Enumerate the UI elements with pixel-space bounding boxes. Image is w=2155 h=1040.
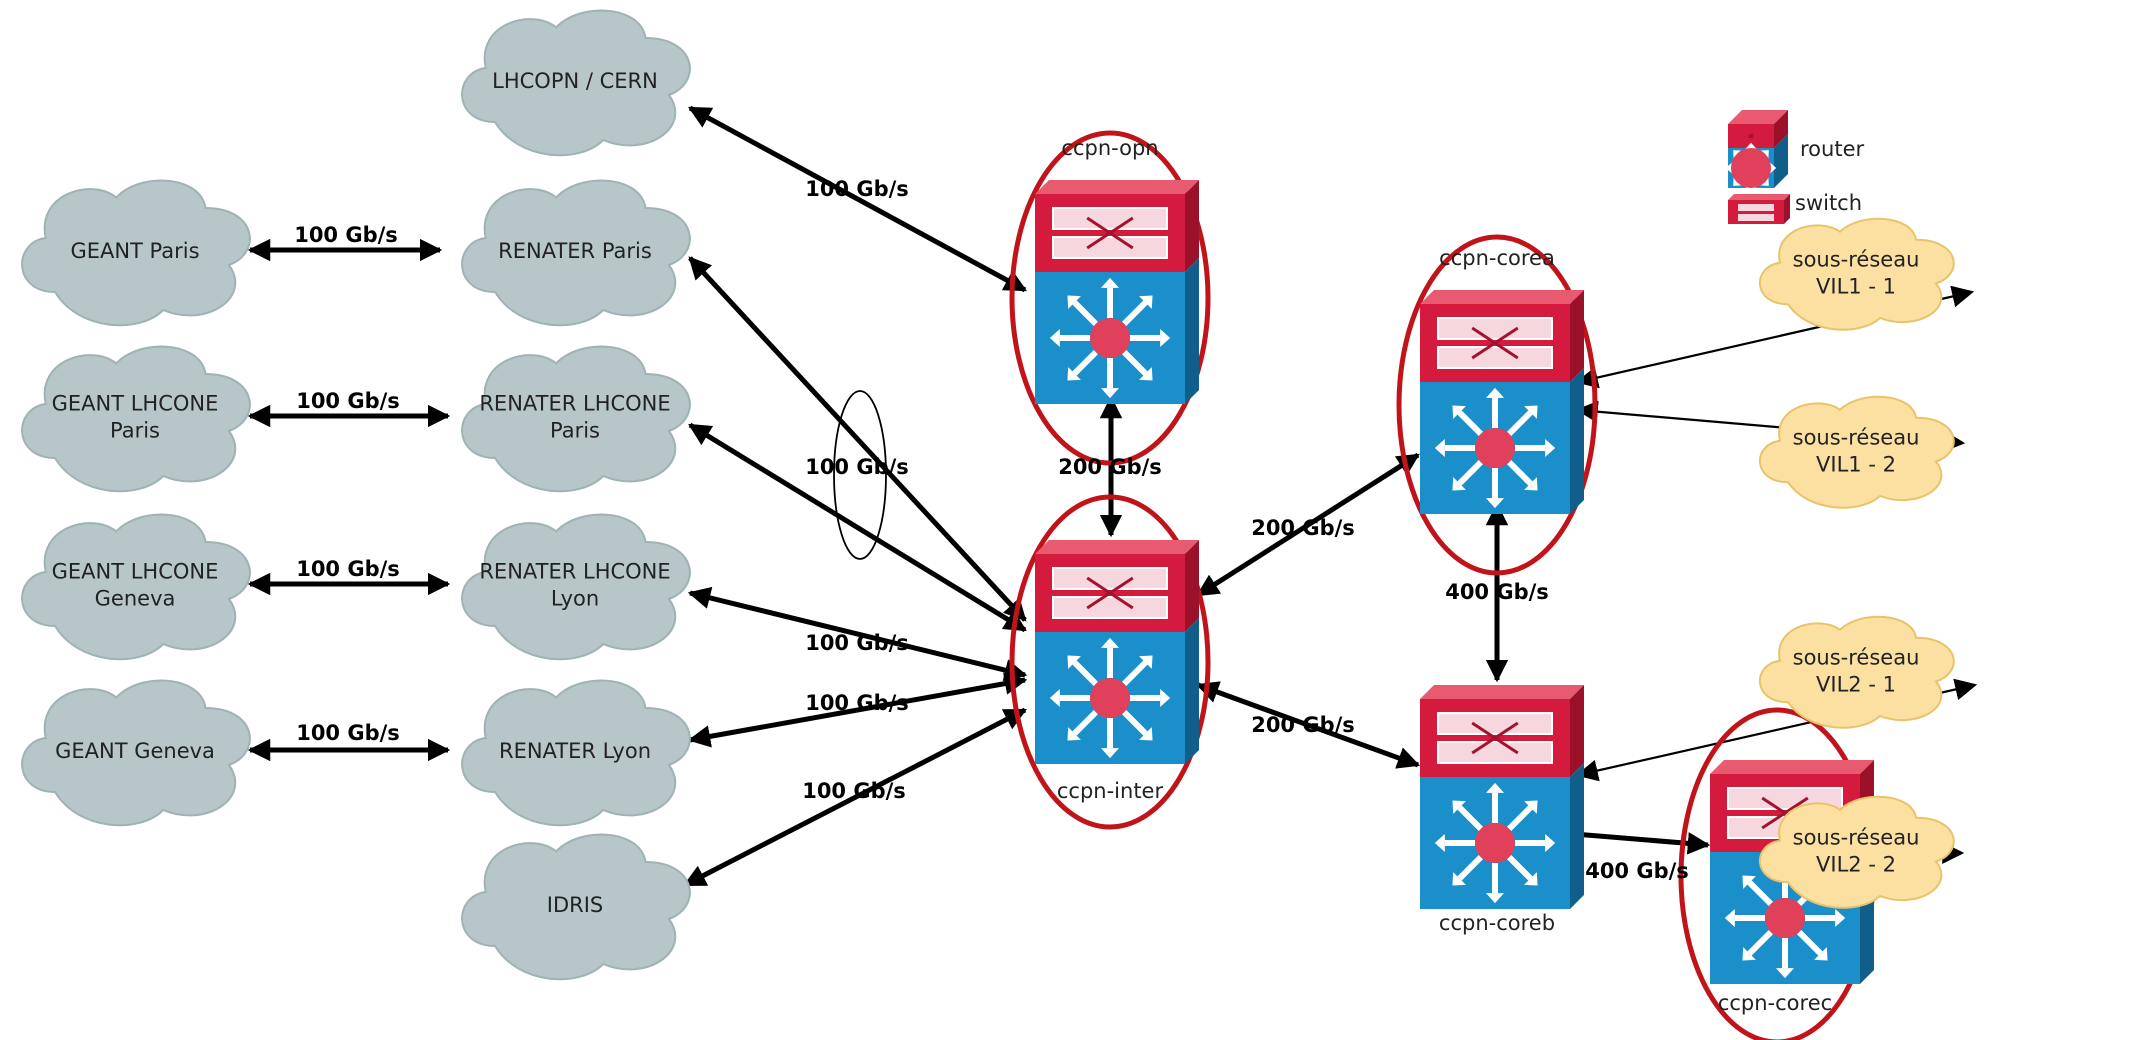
cloud-label: RENATER LHCONE bbox=[479, 392, 670, 416]
cloud-geant-geneva[interactable]: GEANT Geneva bbox=[21, 679, 251, 827]
cloud-label: IDRIS bbox=[547, 893, 603, 917]
legend-switch-label: switch bbox=[1795, 191, 1862, 215]
link-speed-label: 400 Gb/s bbox=[1585, 859, 1689, 883]
ccpn-coreb-device[interactable] bbox=[1420, 685, 1584, 909]
cloud-renater-paris[interactable]: RENATER Paris bbox=[461, 179, 691, 327]
link-ccpn-inter-ccpn-corea bbox=[1196, 452, 1420, 598]
cloud-label: Geneva bbox=[95, 587, 176, 611]
device-label: ccpn-corec bbox=[1718, 991, 1832, 1015]
link-speed-label: 100 Gb/s bbox=[294, 223, 398, 247]
cloud-geant-lhcone-paris[interactable]: GEANT LHCONE Paris bbox=[21, 345, 251, 493]
link-ccpn-inter-ccpn-coreb bbox=[1195, 681, 1421, 769]
cloud-label: VIL1 - 1 bbox=[1816, 275, 1896, 299]
link-speed-label: 100 Gb/s bbox=[805, 691, 909, 715]
cloud-label: VIL1 - 2 bbox=[1816, 453, 1896, 477]
cloud-label: LHCOPN / CERN bbox=[492, 69, 658, 93]
cloud-label: Paris bbox=[550, 419, 600, 443]
device-label: ccpn-coreb bbox=[1439, 911, 1555, 935]
cloud-lhcopn[interactable]: LHCOPN / CERN bbox=[461, 9, 691, 157]
legend-router-icon bbox=[1725, 110, 1788, 194]
cloud-geant-paris[interactable]: GEANT Paris bbox=[21, 179, 251, 327]
ccpn-inter-device[interactable] bbox=[1035, 540, 1199, 764]
link-speed-label: 200 Gb/s bbox=[1251, 713, 1355, 737]
cloud-label: sous-réseau bbox=[1793, 826, 1920, 850]
cloud-label: GEANT Geneva bbox=[55, 739, 215, 763]
cloud-idris[interactable]: IDRIS bbox=[461, 833, 691, 981]
link-idris-ccpn-inter bbox=[682, 707, 1028, 888]
legend-switch-icon bbox=[1728, 194, 1790, 224]
cloud-label: Paris bbox=[110, 419, 160, 443]
cloud-label: RENATER Paris bbox=[498, 239, 652, 263]
legend-router-label: router bbox=[1800, 137, 1864, 161]
link-speed-label: 200 Gb/s bbox=[1251, 516, 1355, 540]
device-label: ccpn-opn bbox=[1061, 136, 1158, 160]
link-bundle-ellipse bbox=[833, 390, 887, 560]
cloud-label: RENATER LHCONE bbox=[479, 560, 670, 584]
link-speed-label: 100 Gb/s bbox=[805, 177, 909, 201]
ccpn-corea-highlight-ring bbox=[1396, 234, 1598, 576]
cloud-geant-lhcone-geneva[interactable]: GEANT LHCONE Geneva bbox=[21, 513, 251, 661]
cloud-label: sous-réseau bbox=[1793, 426, 1920, 450]
ccpn-opn-device[interactable] bbox=[1035, 180, 1199, 404]
cloud-label: Lyon bbox=[551, 587, 599, 611]
cloud-renater-lhcone-paris[interactable]: RENATER LHCONE Paris bbox=[461, 345, 691, 493]
link-speed-label: 400 Gb/s bbox=[1445, 580, 1549, 604]
cloud-label: VIL2 - 1 bbox=[1816, 673, 1896, 697]
cloud-label: RENATER Lyon bbox=[499, 739, 651, 763]
cloud-label: VIL2 - 2 bbox=[1816, 853, 1896, 877]
link-speed-label: 200 Gb/s bbox=[1058, 455, 1162, 479]
cloud-label: GEANT LHCONE bbox=[52, 560, 219, 584]
cloud-label: sous-réseau bbox=[1793, 646, 1920, 670]
ccpn-corea-device[interactable] bbox=[1420, 290, 1584, 514]
device-label: ccpn-inter bbox=[1057, 779, 1164, 803]
ccpn-inter-highlight-ring bbox=[1009, 494, 1211, 830]
link-speed-label: 100 Gb/s bbox=[802, 779, 906, 803]
cloud-label: sous-réseau bbox=[1793, 248, 1920, 272]
link-renater-lhcone-lyon-ccpn-inter bbox=[687, 586, 1028, 682]
cloud-label: GEANT LHCONE bbox=[52, 392, 219, 416]
link-speed-label: 100 Gb/s bbox=[805, 455, 909, 479]
cloud-label: GEANT Paris bbox=[70, 239, 199, 263]
link-speed-label: 100 Gb/s bbox=[805, 631, 909, 655]
link-speed-label: 100 Gb/s bbox=[296, 557, 400, 581]
link-speed-label: 100 Gb/s bbox=[296, 721, 400, 745]
device-label: ccpn-corea bbox=[1439, 246, 1555, 270]
cloud-renater-lhcone-lyon[interactable]: RENATER LHCONE Lyon bbox=[461, 513, 691, 661]
link-speed-label: 100 Gb/s bbox=[296, 389, 400, 413]
cloud-renater-lyon[interactable]: RENATER Lyon bbox=[461, 679, 691, 827]
ccpn-opn-highlight-ring bbox=[1009, 130, 1211, 466]
